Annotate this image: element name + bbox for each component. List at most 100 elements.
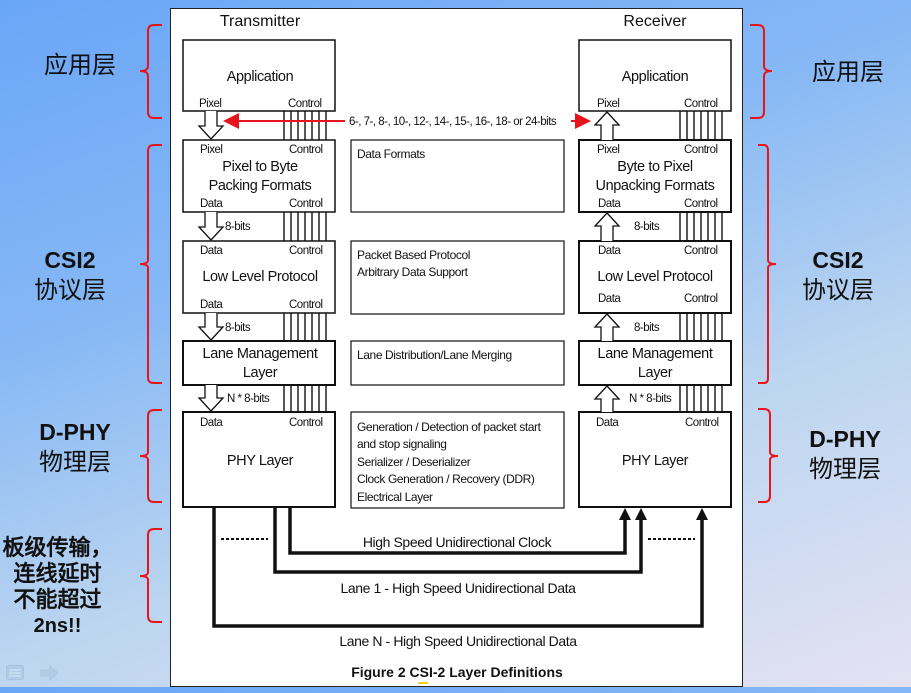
tx-control-lines [283, 111, 327, 412]
port-control: Control [289, 245, 323, 257]
clock-lane-label: High Speed Unidirectional Clock [363, 534, 553, 550]
box-title-line1: Byte to Pixel [617, 159, 693, 175]
label-line: 2ns!! [33, 615, 82, 637]
arrow-right-icon [40, 665, 59, 681]
port-data: Data [200, 417, 223, 429]
csi2-layer-diagram: Transmitter Receiver Application Pixel C… [170, 8, 743, 687]
right-label-csi2: CSI2 协议层 [778, 245, 898, 305]
label-title: CSI2 [812, 247, 864, 273]
data-lane1-line [273, 508, 643, 574]
down-arrow-icon [197, 313, 225, 341]
label-title: CSI2 [44, 247, 96, 273]
up-arrow-icon [619, 508, 631, 520]
data-laneN-line [212, 508, 704, 628]
down-arrow-icon [197, 111, 225, 140]
port-data: Data [598, 293, 621, 305]
up-arrow-icon [593, 212, 621, 241]
desc-phy: Generation / Detection of packet start a… [350, 411, 565, 509]
port-data: Data [596, 417, 619, 429]
port-control: Control [684, 293, 718, 305]
port-data: Data [200, 245, 223, 257]
label-title: D-PHY [39, 419, 111, 445]
left-label-board-transfer: 板级传输， 连线延时 不能超过 2ns!! [0, 535, 115, 639]
port-pixel: Pixel [200, 144, 222, 156]
lane1-label: Lane 1 - High Speed Unidirectional Data [341, 580, 577, 596]
slide-next-button[interactable] [40, 665, 60, 681]
hs-link-arrowheads [619, 508, 708, 520]
left-label-csi2: CSI2 协议层 [10, 245, 130, 305]
tx-pixel-to-byte-box: Pixel Control Pixel to Byte Packing Form… [182, 139, 336, 213]
label-text: 应用层 [44, 51, 116, 79]
box-title-line2: Layer [638, 365, 673, 381]
port-data: Data [200, 299, 223, 311]
desc-line: Packet Based Protocol [357, 248, 470, 262]
port-data: Data [200, 198, 223, 210]
rx-low-level-protocol-box: Data Control Low Level Protocol Data Con… [578, 240, 732, 314]
port-control: Control [685, 417, 719, 429]
box-title-line2: Packing Formats [209, 178, 312, 194]
label-text: 应用层 [812, 58, 884, 86]
box-title: Application [622, 69, 689, 85]
desc-protocol: Packet Based Protocol Arbitrary Data Sup… [350, 240, 565, 315]
up-arrow-icon [593, 111, 621, 140]
label-sub: 协议层 [802, 276, 874, 304]
transmitter-title: Transmitter [220, 13, 301, 30]
rx-byte-to-pixel-box: Pixel Control Byte to Pixel Unpacking Fo… [578, 139, 732, 213]
width-label: 8-bits [225, 221, 251, 233]
laneN-label: Lane N - High Speed Unidirectional Data [339, 633, 577, 649]
box-title: PHY Layer [622, 453, 689, 469]
port-control: Control [684, 245, 718, 257]
port-control: Control [289, 198, 323, 210]
rx-control-lines [679, 111, 723, 412]
desc-line: Serializer / Deserializer [357, 455, 471, 469]
figure-caption: Figure 2 CSI-2 Layer Definitions [351, 664, 563, 680]
width-label: 8-bits [225, 322, 251, 334]
desc-line: Arbitrary Data Support [357, 265, 469, 279]
slide-menu-button[interactable] [6, 665, 26, 681]
down-arrow-icon [197, 385, 225, 412]
up-arrow-icon [593, 313, 621, 341]
left-brace-board [139, 528, 162, 623]
right-label-dphy: D-PHY 物理层 [785, 424, 905, 484]
tx-application-box: Application Pixel Control [182, 39, 336, 112]
left-brace-dphy [139, 409, 162, 503]
rx-application-box: Application Pixel Control [578, 39, 732, 112]
port-control: Control [684, 198, 718, 210]
port-control: Control [288, 98, 322, 110]
port-data: Data [598, 198, 621, 210]
port-control: Control [684, 144, 718, 156]
left-brace-csi2 [139, 144, 162, 384]
left-label-dphy: D-PHY 物理层 [15, 417, 135, 477]
width-label: N * 8-bits [629, 393, 672, 405]
port-data: Data [598, 245, 621, 257]
label-sub: 物理层 [39, 448, 111, 476]
left-brace-application [139, 24, 162, 119]
label-line: 不能超过 [13, 587, 102, 613]
port-control: Control [289, 144, 323, 156]
right-brace-csi2 [758, 144, 777, 384]
bit-widths-label: 6-, 7-, 8-, 10-, 12-, 14-, 15-, 16-, 18-… [349, 116, 557, 128]
desc-line: Generation / Detection of packet start [357, 420, 542, 434]
port-pixel: Pixel [199, 98, 221, 110]
clock-lane-line [288, 508, 627, 555]
port-pixel: Pixel [597, 98, 619, 110]
desc-data-formats: Data Formats [350, 139, 565, 213]
menu-icon [6, 665, 24, 680]
right-label-application: 应用层 [798, 57, 898, 87]
left-label-application: 应用层 [30, 50, 130, 80]
label-line: 连线延时 [13, 561, 102, 587]
hs-links [212, 508, 704, 628]
receiver-title: Receiver [623, 13, 687, 30]
desc-lane: Lane Distribution/Lane Merging [350, 340, 565, 386]
up-arrow-icon [593, 385, 621, 412]
label-sub: 物理层 [809, 455, 881, 483]
label-line: 板级传输， [2, 535, 113, 561]
desc-line: and stop signaling [357, 437, 447, 451]
desc-line: Electrical Layer [357, 490, 433, 504]
rx-phy-layer-box: Data Control PHY Layer [578, 411, 732, 508]
port-control: Control [289, 299, 323, 311]
tx-data-arrows [197, 111, 225, 412]
down-arrow-icon [197, 212, 225, 241]
diagram-svg: Transmitter Receiver Application Pixel C… [182, 13, 732, 684]
